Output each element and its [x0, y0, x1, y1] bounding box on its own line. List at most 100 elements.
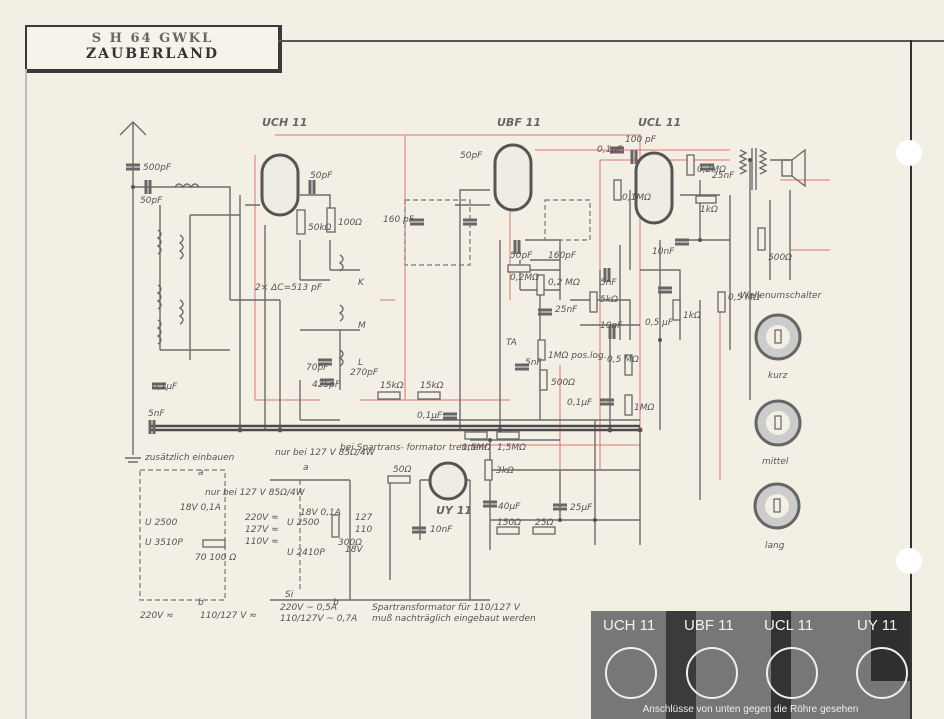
junctions — [131, 158, 752, 522]
svg-text:220V ~ 0,5A: 220V ~ 0,5A — [280, 603, 337, 613]
svg-text:15kΩ: 15kΩ — [380, 381, 404, 391]
svg-text:U 2500: U 2500 — [145, 518, 178, 528]
svg-text:110V ≂: 110V ≂ — [245, 537, 279, 547]
svg-text:220V ≂: 220V ≂ — [245, 513, 279, 523]
svg-text:40µF: 40µF — [498, 502, 521, 512]
svg-text:500Ω: 500Ω — [551, 378, 575, 388]
switch-mittel: mittel — [754, 399, 802, 467]
tube-uch11: UCH 11 — [260, 116, 307, 217]
svg-text:50pF: 50pF — [460, 151, 483, 161]
switch-kurz: kurz — [754, 313, 802, 381]
svg-text:10nF: 10nF — [600, 321, 623, 331]
svg-text:10nF: 10nF — [430, 525, 453, 535]
svg-text:160pF: 160pF — [548, 251, 577, 261]
svg-text:1MΩ pos.log.: 1MΩ pos.log. — [548, 351, 607, 361]
svg-text:0,1MΩ: 0,1MΩ — [622, 193, 651, 203]
tube-pinout-panel: UCH 11 UBF 11 UCL 11 UY 11 Anschlüsse vo… — [591, 611, 910, 719]
antenna-coils — [156, 183, 344, 367]
svg-text:a: a — [303, 463, 309, 473]
svg-text:5nF: 5nF — [525, 358, 542, 368]
svg-text:5nF: 5nF — [148, 409, 165, 419]
svg-text:127V ≂: 127V ≂ — [245, 525, 279, 535]
svg-text:18V 0,1A: 18V 0,1A — [180, 503, 221, 513]
svg-text:100Ω: 100Ω — [338, 218, 362, 228]
svg-text:110/127V ~ 0,7A: 110/127V ~ 0,7A — [280, 614, 357, 624]
wiring — [132, 150, 791, 601]
svg-text:10nF: 10nF — [652, 247, 675, 257]
svg-text:L: L — [358, 358, 363, 368]
svg-text:1,5MΩ: 1,5MΩ — [497, 443, 526, 453]
punch-hole-top — [896, 140, 922, 166]
svg-text:0,2MΩ: 0,2MΩ — [697, 165, 726, 175]
svg-text:kurz: kurz — [768, 371, 788, 381]
svg-text:100 pF: 100 pF — [625, 135, 657, 145]
svg-text:U 2500: U 2500 — [287, 518, 320, 528]
svg-text:Si: Si — [285, 590, 294, 600]
svg-text:0,2MΩ: 0,2MΩ — [510, 273, 539, 283]
pinout-diagram-ubf11 — [686, 647, 738, 699]
svg-text:lang: lang — [765, 541, 785, 551]
svg-text:mittel: mittel — [762, 457, 789, 467]
svg-text:160 pF: 160 pF — [383, 215, 415, 225]
red-wiring — [254, 134, 830, 480]
svg-text:70 100 Ω: 70 100 Ω — [195, 553, 236, 563]
antenna-icon — [119, 121, 147, 150]
output-transformer — [738, 148, 768, 190]
model-name: ZAUBERLAND — [85, 46, 220, 62]
svg-text:50kΩ: 50kΩ — [308, 223, 332, 233]
pinout-title-ucl11: UCL 11 — [764, 617, 814, 634]
svg-text:TA: TA — [506, 338, 517, 348]
svg-text:50pF: 50pF — [140, 196, 163, 206]
tube-ubf11: UBF 11 — [493, 116, 541, 212]
svg-text:Wellenumschalter: Wellenumschalter — [740, 291, 823, 301]
svg-text:50pF: 50pF — [310, 171, 333, 181]
svg-text:270pF: 270pF — [350, 368, 379, 378]
svg-text:a: a — [198, 468, 204, 478]
svg-text:18V 0,1A: 18V 0,1A — [300, 508, 341, 518]
svg-text:500Ω: 500Ω — [768, 253, 792, 263]
pinout-caption: Anschlüsse von unten gegen die Röhre ges… — [642, 704, 859, 715]
svg-text:3kΩ: 3kΩ — [496, 466, 514, 476]
pinout-diagram-uch11 — [605, 647, 657, 699]
svg-text:1MΩ: 1MΩ — [634, 403, 654, 413]
svg-text:25nF: 25nF — [712, 171, 735, 181]
svg-text:0,1µF: 0,1µF — [417, 411, 443, 421]
ground-icon — [125, 430, 141, 463]
svg-text:UY 11: UY 11 — [436, 504, 472, 517]
component-labels: 500pF 50pF 50pF 50kΩ 100Ω 160 pF 50pF 0,… — [140, 135, 792, 535]
svg-text:50Ω: 50Ω — [393, 465, 411, 475]
svg-text:1kΩ: 1kΩ — [700, 205, 718, 215]
svg-text:b: b — [198, 598, 204, 608]
if-shield — [139, 199, 591, 601]
model-number: S H 64 GWKL — [91, 31, 214, 46]
pinout-title-ubf11: UBF 11 — [684, 617, 734, 634]
svg-text:2× ΔC=513 pF: 2× ΔC=513 pF — [255, 283, 323, 293]
svg-text:nur bei 127 V 85Ω/4W: nur bei 127 V 85Ω/4W — [275, 448, 376, 458]
svg-text:500pF: 500pF — [143, 163, 172, 173]
svg-text:25µF: 25µF — [570, 503, 593, 513]
svg-text:nur bei 127 V 85Ω/4W: nur bei 127 V 85Ω/4W — [205, 488, 306, 498]
svg-text:bei Spartrans- formator trenne: bei Spartrans- formator trennen! — [340, 443, 488, 453]
svg-text:U 2410P: U 2410P — [287, 548, 325, 558]
svg-text:425pF: 425pF — [312, 380, 341, 390]
svg-text:0,1µF: 0,1µF — [152, 382, 178, 392]
tube-uy11: UY 11 — [428, 461, 472, 517]
frame-top-line — [278, 40, 944, 42]
svg-text:0,5 MΩ: 0,5 MΩ — [728, 293, 760, 303]
svg-text:Spartransformator für 110/127: Spartransformator für 110/127 V — [372, 603, 521, 613]
svg-text:muß nachträglich eingebaut wer: muß nachträglich eingebaut werden — [372, 614, 536, 624]
svg-text:220V ≂: 220V ≂ — [140, 611, 174, 621]
svg-text:0,2 MΩ: 0,2 MΩ — [548, 278, 580, 288]
pinout-title-uy11: UY 11 — [857, 617, 898, 634]
svg-text:5nF: 5nF — [600, 278, 617, 288]
svg-text:127: 127 — [355, 513, 372, 523]
svg-text:150Ω: 150Ω — [497, 518, 521, 528]
svg-text:UCH 11: UCH 11 — [262, 116, 307, 129]
wave-switch: Wellenumschalter kurz mittel lang — [740, 291, 823, 551]
speaker-icon — [781, 148, 806, 188]
svg-text:15kΩ: 15kΩ — [420, 381, 444, 391]
power-supply-labels: zusätzlich einbauen nur bei 127 V 85Ω/4W… — [140, 443, 536, 624]
svg-text:110: 110 — [355, 525, 372, 535]
